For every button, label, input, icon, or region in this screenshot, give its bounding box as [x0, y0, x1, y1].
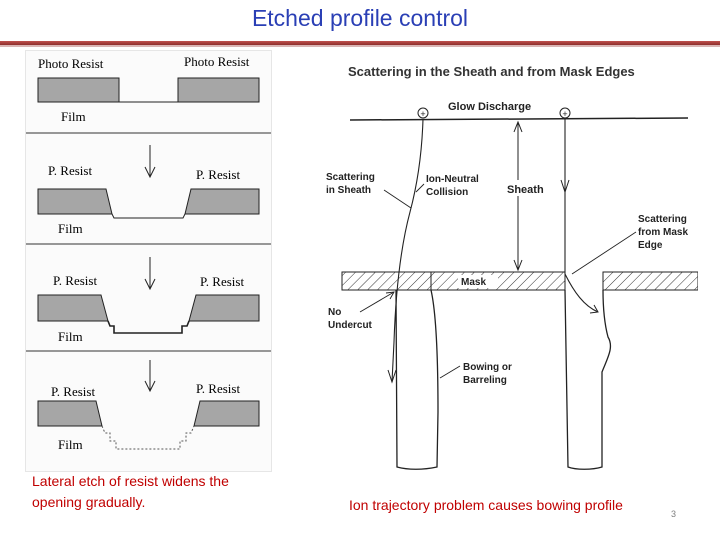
trajectory-left	[391, 118, 424, 383]
mask-label: Mask	[461, 277, 486, 288]
etch-sequence-diagram: Photo Resist Photo Resist Film P. Resist…	[25, 50, 272, 472]
step4-resist-right-label: P. Resist	[196, 381, 240, 396]
step4-resist-right	[193, 400, 260, 427]
ion-left: +	[417, 107, 429, 119]
right-caption: Ion trajectory problem causes bowing pro…	[349, 497, 623, 513]
sheath-scattering-svg: Scattering in the Sheath and from Mask E…	[326, 64, 698, 470]
glow-discharge-label: Glow Discharge	[448, 101, 531, 113]
mask-edge-trench	[564, 289, 612, 470]
bowed-trench	[395, 289, 439, 470]
step4-film-trench	[101, 425, 195, 450]
ion-right-symbol: +	[562, 109, 567, 119]
diagram-heading: Scattering in the Sheath and from Mask E…	[348, 64, 635, 79]
step2-film-label: Film	[58, 221, 83, 236]
scattering-sheath-label: Scattering in Sheath	[326, 172, 378, 196]
etch-sequence-svg: Photo Resist Photo Resist Film P. Resist…	[26, 54, 271, 452]
step3-film-label: Film	[58, 329, 83, 344]
step4-film-label: Film	[58, 437, 83, 452]
scattering-mask-label: Scattering from Mask Edge	[638, 214, 691, 251]
step4-resist-left	[37, 400, 103, 427]
step-2: P. Resist P. Resist Film	[26, 163, 271, 245]
bowing-label: Bowing or Barreling	[463, 362, 515, 386]
down-arrow-2	[144, 257, 156, 291]
step3-resist-left-label: P. Resist	[53, 273, 97, 288]
down-arrow-3	[144, 360, 156, 393]
step2-resist-left-label: P. Resist	[48, 163, 92, 178]
step3-resist-right	[188, 294, 260, 322]
down-arrow-1	[144, 145, 156, 179]
no-undercut-label: No Undercut	[328, 307, 373, 331]
mask-left	[341, 271, 432, 291]
step-3: P. Resist P. Resist Film	[26, 273, 271, 352]
ion-neutral-label: Ion-Neutral Collision	[426, 174, 482, 198]
step-1: Photo Resist Photo Resist Film	[26, 54, 271, 134]
step3-film-trench	[107, 320, 190, 334]
step2-resist-left	[37, 188, 113, 215]
slide-title: Etched profile control	[251, 5, 469, 31]
step2-resist-right-label: P. Resist	[196, 167, 240, 182]
sheath-label: Sheath	[507, 184, 544, 196]
step1-film-label: Film	[61, 109, 86, 124]
title-divider-shadow	[0, 45, 720, 47]
step1-resist-left-label: Photo Resist	[38, 56, 104, 71]
step4-resist-left-label: P. Resist	[51, 384, 95, 399]
left-caption: Lateral etch of resist widens the openin…	[32, 473, 229, 510]
step1-resist-right	[177, 77, 260, 103]
step1-resist-right-label: Photo Resist	[184, 54, 250, 69]
page-number: 3	[670, 509, 676, 519]
mask-label-bg	[458, 275, 498, 288]
sheath-scattering-diagram: Scattering in the Sheath and from Mask E…	[318, 52, 698, 482]
step2-resist-right	[184, 188, 260, 215]
ion-right: +	[559, 107, 571, 119]
step3-resist-right-label: P. Resist	[200, 274, 244, 289]
step1-resist-left	[37, 77, 120, 103]
step3-resist-left	[37, 294, 109, 322]
ion-left-symbol: +	[420, 109, 425, 119]
step-4: P. Resist P. Resist Film	[37, 381, 260, 452]
mask-right	[602, 271, 698, 291]
glow-discharge-boundary	[349, 117, 689, 121]
step2-film-trench	[111, 213, 186, 219]
title-divider	[0, 41, 720, 45]
trajectory-right-scattered	[564, 192, 599, 313]
